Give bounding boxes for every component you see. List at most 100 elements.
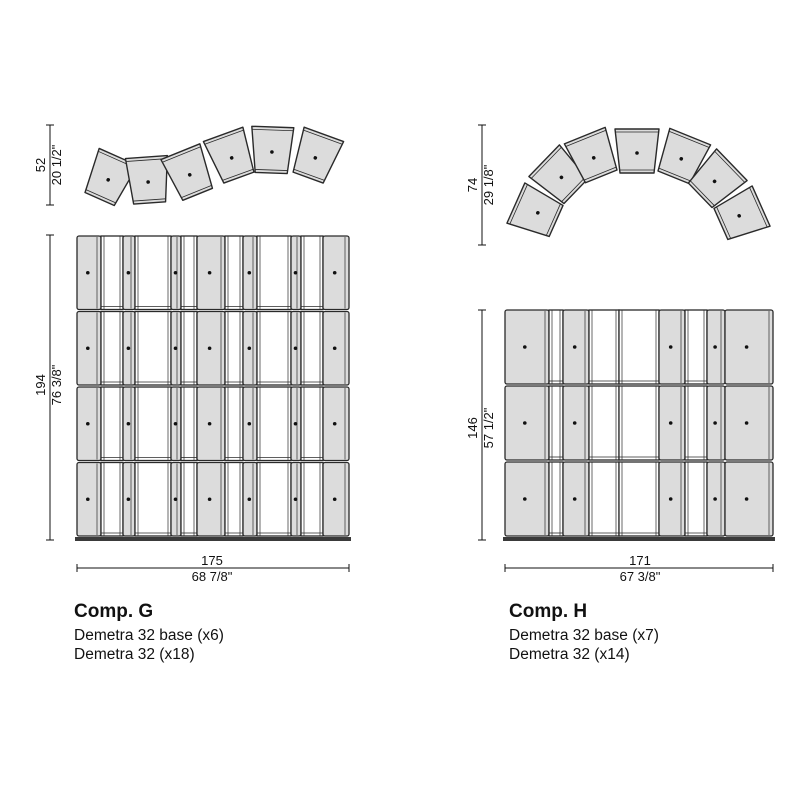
- module-edge: [714, 150, 746, 183]
- closed-module: [504, 309, 550, 385]
- module-edge: [86, 189, 116, 204]
- module-outline: [506, 182, 564, 238]
- closed-module: [724, 461, 774, 537]
- comp-g-height-cm: 194: [33, 374, 48, 396]
- module-dot: [229, 156, 234, 160]
- module-dot: [293, 421, 298, 426]
- module-dot: [126, 497, 131, 502]
- module-edge: [658, 167, 691, 182]
- module-dot: [86, 346, 90, 351]
- comp-h-front-view: [503, 309, 775, 541]
- module-edge: [530, 146, 562, 179]
- open-bay: [588, 309, 620, 385]
- module-dot: [332, 421, 337, 426]
- module-dot: [173, 270, 178, 275]
- comp-g-plan-module: [251, 125, 295, 175]
- module-edge: [716, 207, 731, 239]
- module-dot: [523, 345, 527, 349]
- module-dot: [572, 497, 577, 501]
- closed-module: [724, 309, 774, 385]
- module-dot: [332, 346, 337, 351]
- module-edge: [293, 168, 325, 181]
- open-bay: [548, 385, 564, 461]
- module-dot: [332, 270, 337, 275]
- comp-h-plan-module: [614, 128, 660, 174]
- comp-g-line-modules: Demetra 32 (x18): [74, 646, 195, 664]
- module-dot: [247, 346, 252, 351]
- comp-h-title: Comp. H: [509, 601, 588, 622]
- plinth: [503, 537, 775, 541]
- open-bay: [180, 461, 198, 537]
- comp-h-caption: Comp. H Demetra 32 base (x7) Demetra 32 …: [509, 600, 659, 665]
- module-dot: [679, 157, 684, 161]
- module-dot: [86, 421, 90, 426]
- module-outline: [614, 128, 660, 174]
- dimension-lines: [46, 124, 774, 572]
- comp-h-height-in: 57 1/2": [481, 407, 496, 448]
- module-dot: [713, 345, 717, 349]
- module-dot: [332, 497, 337, 502]
- module-dot: [713, 421, 717, 425]
- module-dot: [591, 156, 596, 160]
- module-dot: [668, 497, 673, 501]
- open-bay: [180, 235, 198, 311]
- module-dot: [293, 270, 298, 275]
- module-outline: [202, 126, 255, 184]
- module-edge: [181, 185, 212, 198]
- open-bay: [256, 235, 292, 311]
- module-dot: [744, 421, 749, 425]
- module-dot: [559, 175, 564, 180]
- module-dot: [106, 178, 110, 182]
- comp-g-height-in: 76 3/8": [49, 364, 64, 405]
- module-outline: [687, 148, 748, 209]
- closed-module: [504, 385, 550, 461]
- module-outline: [124, 154, 169, 205]
- module-dot: [668, 345, 673, 349]
- module-dot: [126, 421, 131, 426]
- comp-h-line-base: Demetra 32 base (x7): [509, 626, 659, 644]
- comp-h-width-in: 67 3/8": [620, 569, 661, 584]
- plinth: [75, 537, 351, 541]
- module-dot: [523, 497, 527, 501]
- open-bay: [256, 461, 292, 537]
- module-dot: [86, 497, 90, 502]
- comp-h-plan-depth-in: 29 1/8": [481, 164, 496, 205]
- comp-g-line-base: Demetra 32 base (x6): [74, 626, 224, 644]
- open-bay: [180, 386, 198, 462]
- module-outline: [563, 126, 618, 184]
- module-dot: [173, 346, 178, 351]
- module-edge: [565, 129, 607, 147]
- module-dot: [173, 497, 178, 502]
- comp-g-width-in: 68 7/8": [192, 569, 233, 584]
- module-edge: [222, 168, 254, 181]
- comp-h-plan-module: [687, 148, 748, 209]
- comp-g-plan-depth-cm: 52: [33, 158, 48, 172]
- module-dot: [572, 345, 577, 349]
- module-edge: [133, 198, 166, 202]
- comp-g-plan-module: [160, 143, 214, 202]
- module-dot: [744, 497, 749, 501]
- comp-g-front-view: [75, 235, 351, 541]
- open-bay: [548, 309, 564, 385]
- module-edge: [161, 146, 202, 163]
- module-dot: [207, 270, 212, 275]
- comp-h-plan-module: [506, 182, 564, 238]
- module-dot: [523, 421, 527, 425]
- comp-h-plan-depth-cm: 74: [465, 178, 480, 192]
- module-dot: [126, 346, 131, 351]
- module-edge: [251, 128, 294, 132]
- module-outline: [292, 126, 345, 184]
- module-dot: [635, 151, 639, 155]
- module-dot: [270, 150, 274, 154]
- module-edge: [255, 169, 288, 171]
- module-edge: [749, 187, 768, 228]
- module-outline: [713, 185, 771, 241]
- open-bay: [256, 386, 292, 462]
- module-dot: [86, 270, 90, 275]
- module-edge: [546, 204, 561, 236]
- module-dot: [668, 421, 673, 425]
- module-dot: [207, 421, 212, 426]
- comp-g-caption: Comp. G Demetra 32 base (x6) Demetra 32 …: [74, 600, 224, 665]
- open-bay: [618, 309, 660, 385]
- comp-g-title: Comp. G: [74, 601, 154, 622]
